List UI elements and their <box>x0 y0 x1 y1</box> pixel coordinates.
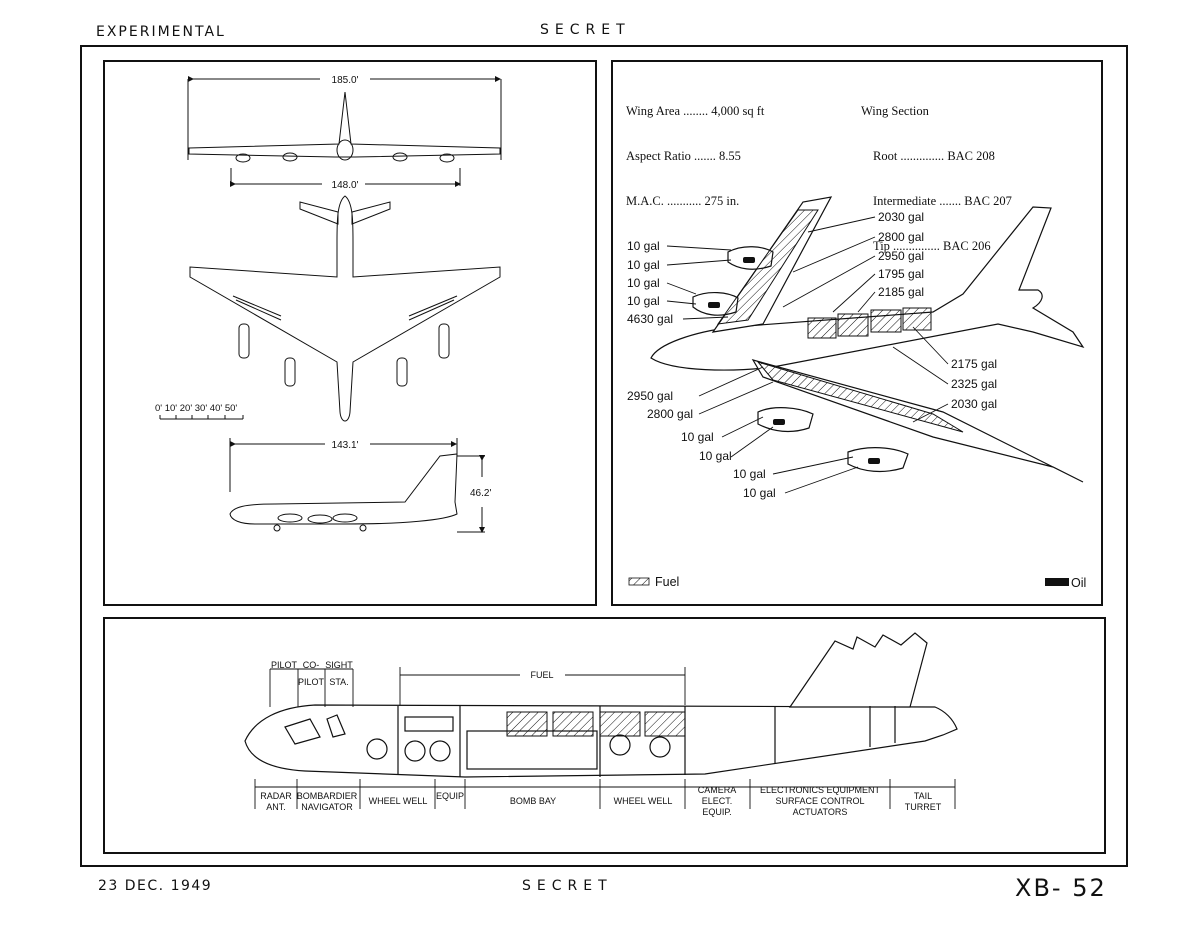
model-designation: XB- 52 <box>1015 874 1107 902</box>
fuel-legend-label: Fuel <box>655 575 679 589</box>
spec-mac: M.A.C. ........... 275 in. <box>626 194 740 208</box>
tank-label-right-4: 1795 gal <box>878 267 924 281</box>
footer-secret: SECRET <box>522 878 613 894</box>
three-view-panel: 185.0' 148.0' 143.1' 46.2' 0' 10' 20' 30… <box>103 60 597 606</box>
tank-label-right-6: 2175 gal <box>951 357 997 371</box>
tank-label-right-2: 2800 gal <box>878 230 924 244</box>
spec-left-block: Wing Area ........ 4,000 sq ft Aspect Ra… <box>626 74 764 239</box>
footer-date: 23 DEC. 1949 <box>98 878 213 894</box>
spec-root: Root .............. BAC 208 <box>873 149 995 163</box>
tread-dimension: 148.0' <box>332 180 359 191</box>
tank-label-right-5: 2185 gal <box>878 285 924 299</box>
tank-label-left-3: 10 gal <box>627 276 660 290</box>
top-label-sight: SIGHT <box>325 660 353 670</box>
tank-label-right-3: 2950 gal <box>878 249 924 263</box>
spec-wing-area: Wing Area ........ 4,000 sq ft <box>626 104 765 118</box>
header-secret: SECRET <box>540 22 631 38</box>
three-view-drawing: 185.0' 148.0' 143.1' 46.2' 0' 10' 20' 30… <box>155 75 502 533</box>
bottom-label-wheel-well-aft: WHEEL WELL <box>614 796 673 806</box>
drawing-frame <box>80 45 1128 867</box>
front-engines <box>235 152 455 163</box>
bottom-label-electronics: ELECTRONICS EQUIPMENT <box>760 785 881 795</box>
header-experimental: EXPERIMENTAL <box>96 24 226 40</box>
tank-label-left-10: 10 gal <box>733 467 766 481</box>
length-dimension: 143.1' <box>332 440 359 451</box>
fuel-system-panel: Wing Area ........ 4,000 sq ft Aspect Ra… <box>611 60 1103 606</box>
height-dimension: 46.2' <box>470 488 491 499</box>
fuel-legend-swatch <box>628 577 650 586</box>
scale-label: 0' 10' 20' 30' 40' 50' <box>155 403 237 414</box>
span-dimension: 185.0' <box>332 75 359 86</box>
tank-label-right-7: 2325 gal <box>951 377 997 391</box>
bottom-label-turret: TURRET <box>905 802 942 812</box>
bottom-label-bombardier: BOMBARDIER <box>297 791 358 801</box>
tank-label-left-7: 2800 gal <box>647 407 693 421</box>
bottom-label-equip-2: EQUIP. <box>702 807 731 817</box>
inboard-profile-drawing: PILOT CO- SIGHT PILOT STA. FUEL RADAR AN… <box>244 632 958 817</box>
top-label-copilot: PILOT <box>298 677 325 687</box>
spec-wing-section-title: Wing Section <box>861 104 929 118</box>
top-label-fuel: FUEL <box>530 670 553 680</box>
bottom-label-tail: TAIL <box>914 791 932 801</box>
tank-label-left-2: 10 gal <box>627 258 660 272</box>
bottom-label-radar: RADAR <box>260 791 292 801</box>
bottom-label-elect: ELECT. <box>702 796 733 806</box>
top-label-co: CO- <box>303 660 320 670</box>
tank-label-left-1: 10 gal <box>627 239 660 253</box>
bottom-label-bomb-bay: BOMB BAY <box>510 796 556 806</box>
tank-label-left-6: 2950 gal <box>627 389 673 403</box>
tank-label-left-11: 10 gal <box>743 486 776 500</box>
bottom-label-equip: EQUIP <box>436 791 464 801</box>
bottom-label-navigator: NAVIGATOR <box>301 802 353 812</box>
tank-label-left-9: 10 gal <box>699 449 732 463</box>
bottom-label-camera: CAMERA <box>698 785 737 795</box>
top-label-sta: STA. <box>329 677 348 687</box>
spec-right-block: Wing Section Root .............. BAC 208… <box>861 74 1012 284</box>
top-label-pilot: PILOT <box>271 660 298 670</box>
oil-legend-swatch <box>1045 578 1069 586</box>
spec-intermediate: Intermediate ....... BAC 207 <box>873 194 1012 208</box>
oil-legend-label: Oil <box>1071 576 1086 590</box>
tank-label-left-8: 10 gal <box>681 430 714 444</box>
tank-label-right-8: 2030 gal <box>951 397 997 411</box>
bottom-label-actuators: ACTUATORS <box>793 807 848 817</box>
bottom-label-surface-control: SURFACE CONTROL <box>775 796 864 806</box>
bottom-label-ant: ANT. <box>266 802 286 812</box>
tank-label-right-1: 2030 gal <box>878 210 924 224</box>
spec-aspect-ratio: Aspect Ratio ....... 8.55 <box>626 149 741 163</box>
inboard-profile-panel: PILOT CO- SIGHT PILOT STA. FUEL RADAR AN… <box>103 617 1106 854</box>
tank-label-left-5: 4630 gal <box>627 312 673 326</box>
tank-label-left-4: 10 gal <box>627 294 660 308</box>
spec-tip: Tip ............... BAC 206 <box>873 239 991 253</box>
fuel-system-drawing: 10 gal 10 gal 10 gal 10 gal 4630 gal 295… <box>627 196 1086 590</box>
bottom-label-wheel-well-fwd: WHEEL WELL <box>369 796 428 806</box>
